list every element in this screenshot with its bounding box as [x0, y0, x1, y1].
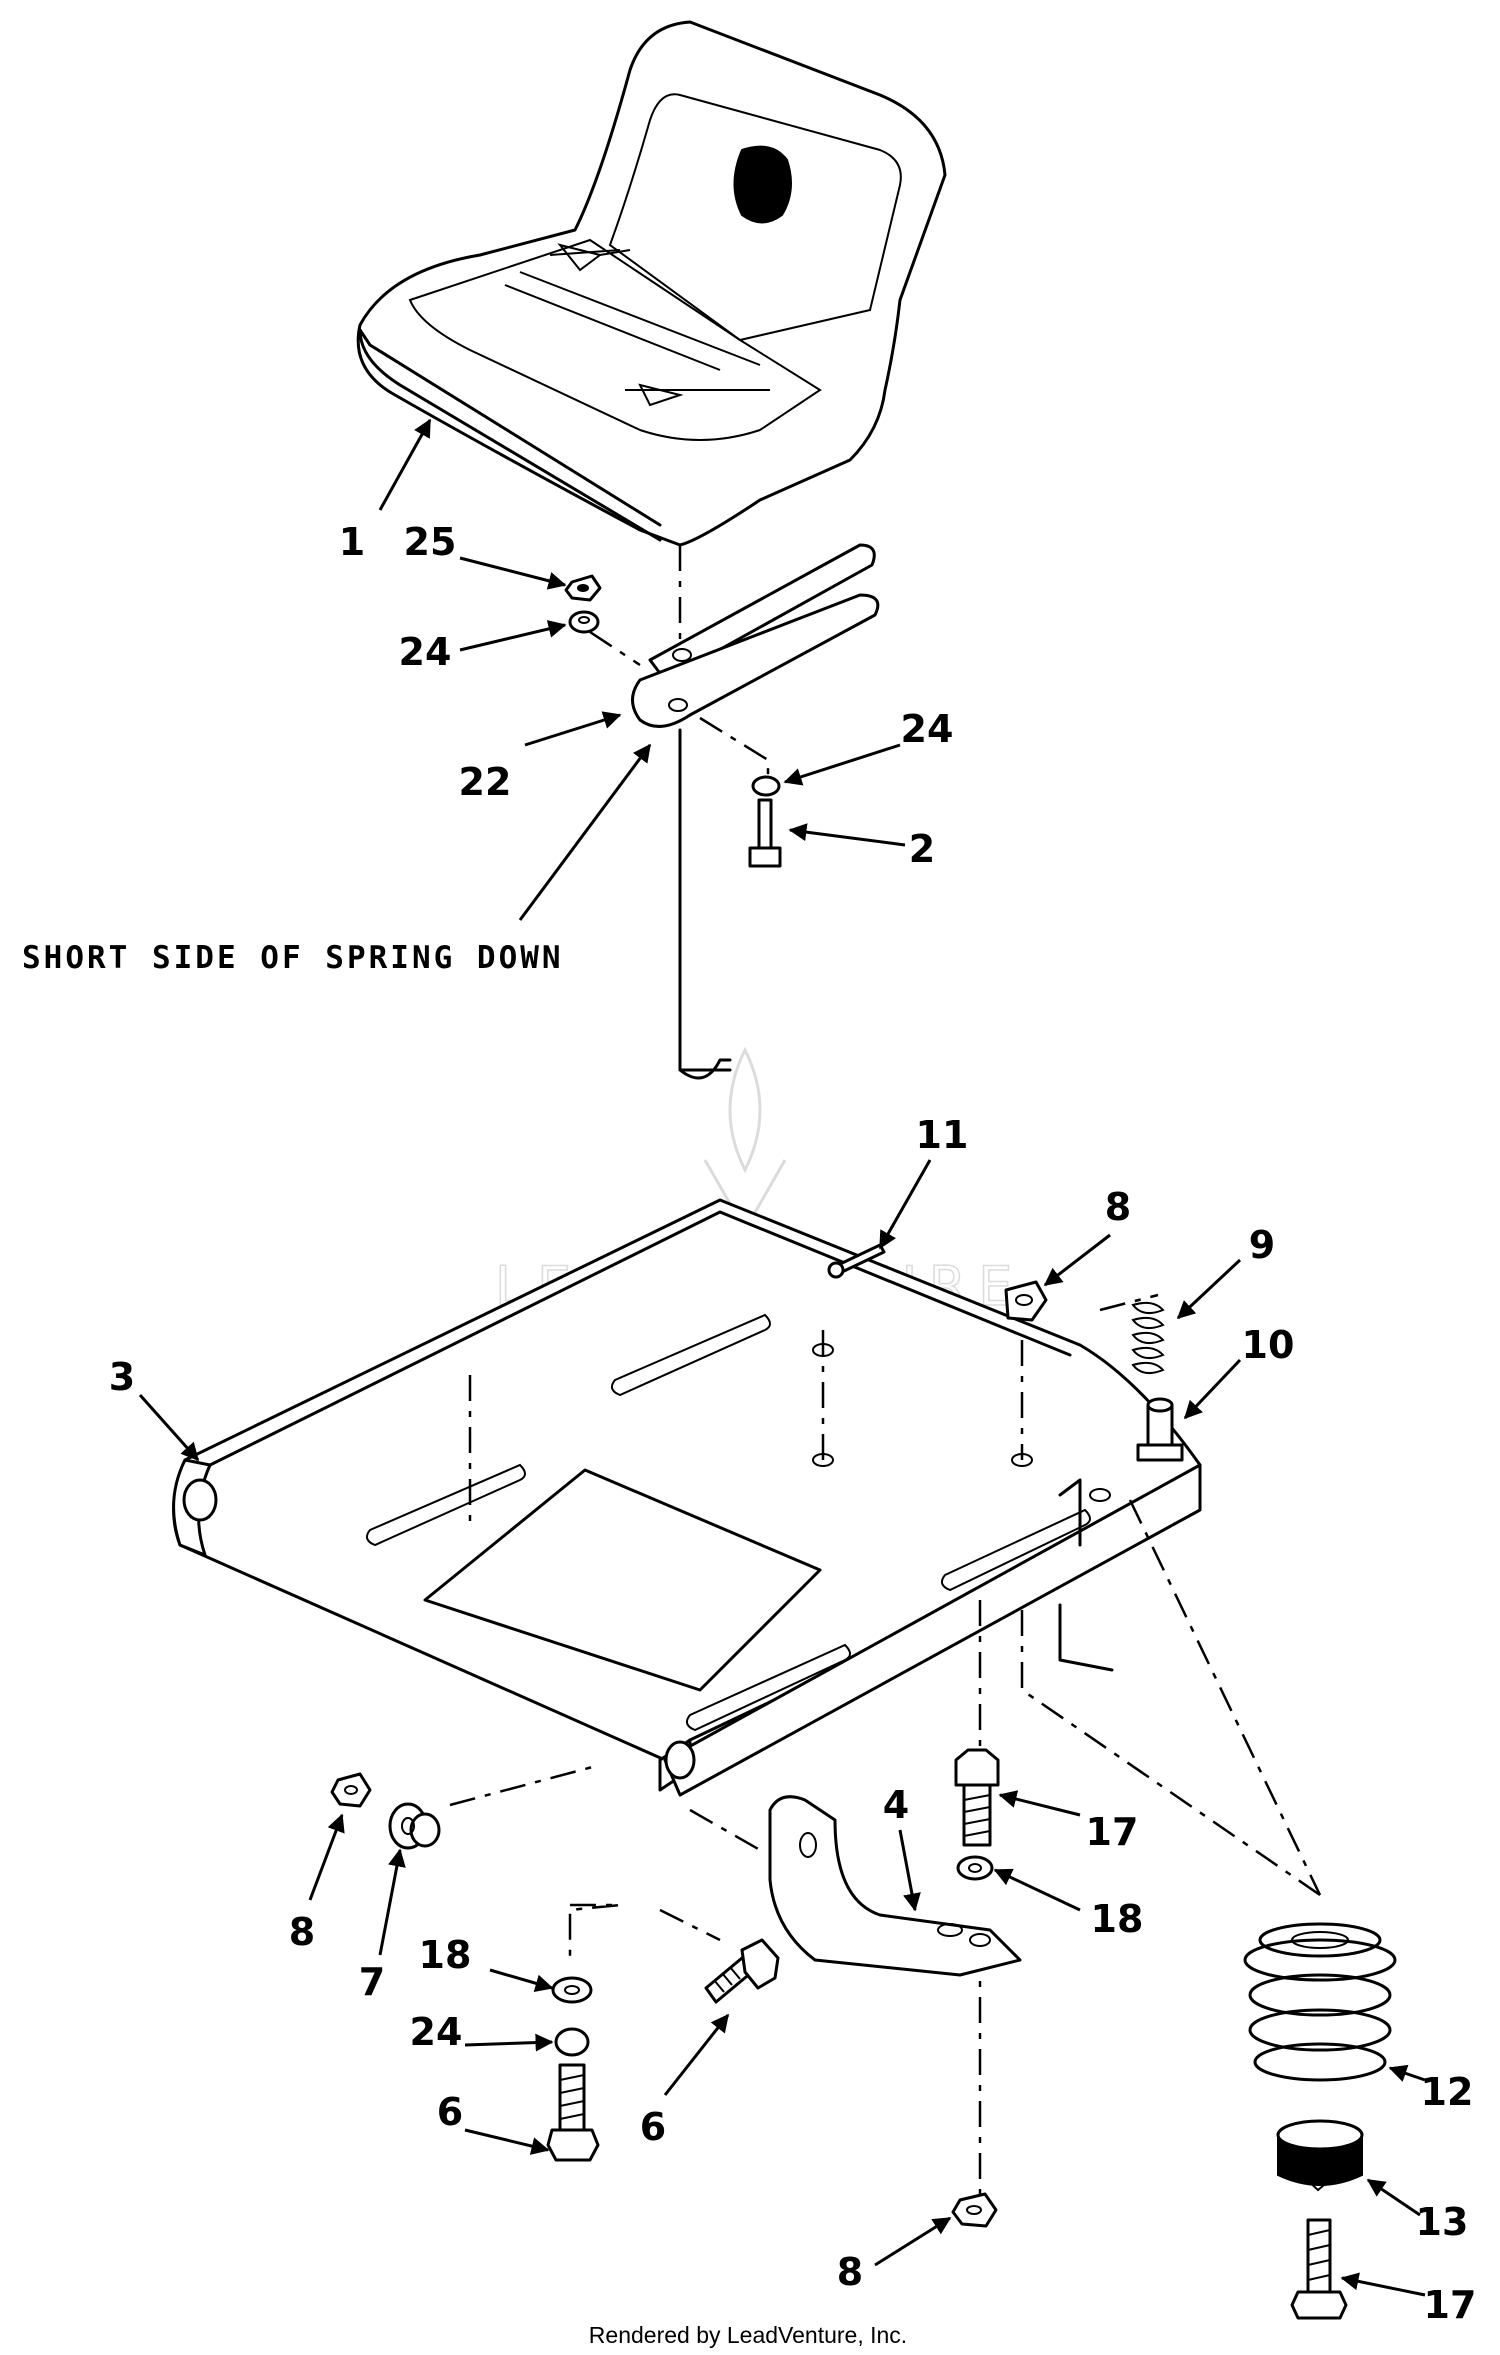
callout-nut-plate: 8	[1105, 1185, 1131, 1229]
callout-nut-left: 8	[289, 1910, 315, 1954]
pin	[827, 1243, 886, 1279]
washer-18-left	[551, 1976, 593, 2004]
nut-left	[330, 1772, 372, 1808]
callout-spring-bracket: 22	[459, 760, 512, 804]
bracket	[768, 1795, 1022, 1977]
nut-bottom	[951, 2192, 998, 2228]
callout-bushing: 10	[1242, 1323, 1295, 1367]
callout-washer-right: 24	[901, 707, 954, 751]
spacer	[388, 1802, 441, 1850]
callout-bolt-top: 2	[909, 827, 935, 871]
seat	[356, 20, 947, 547]
cap	[1276, 2119, 1364, 2192]
bolt-6-center	[704, 1938, 780, 2004]
callout-pin: 11	[916, 1113, 969, 1157]
spring-large	[1243, 1922, 1397, 2082]
callout-bolt-6-left: 6	[437, 2090, 463, 2134]
callout-washer-24-left: 24	[410, 2010, 463, 2054]
bolt-17-upper	[954, 1748, 1000, 1847]
callout-nut-top: 25	[404, 520, 457, 564]
bolt-top	[748, 798, 782, 868]
callout-spacer: 7	[359, 1960, 385, 2004]
spring-small	[1131, 1301, 1165, 1375]
nut-top	[564, 574, 602, 602]
callout-bracket: 4	[883, 1783, 909, 1827]
callout-cap: 13	[1416, 2200, 1469, 2244]
washer-top	[568, 610, 600, 634]
callout-washer-top: 24	[399, 630, 452, 674]
callout-bolt-17-upper: 17	[1086, 1810, 1139, 1854]
washer-18-right	[956, 1855, 994, 1881]
callout-seat: 1	[339, 520, 365, 564]
bushing	[1136, 1397, 1184, 1462]
callout-bolt-17-lower: 17	[1424, 2283, 1477, 2327]
callout-washer-18-right: 18	[1091, 1897, 1144, 1941]
callout-spring-small: 9	[1249, 1223, 1275, 1267]
callout-nut-bottom: 8	[837, 2250, 863, 2294]
washer-right	[751, 775, 781, 797]
callout-spring-large: 12	[1421, 2070, 1474, 2114]
footer-credit: Rendered by LeadVenture, Inc.	[589, 2322, 907, 2348]
callout-washer-18-left: 18	[419, 1933, 472, 1977]
callout-bolt-6-center: 6	[640, 2105, 666, 2149]
washer-24-left	[554, 2027, 590, 2057]
bolt-17-lower	[1290, 2218, 1348, 2320]
spring-bracket	[631, 543, 880, 728]
assembly-note: SHORT SIDE OF SPRING DOWN	[22, 940, 564, 976]
leader-lines	[138, 418, 1426, 2297]
callout-seat-plate: 3	[109, 1355, 135, 1399]
seat-plate	[172, 1198, 1202, 1797]
nut-plate	[1004, 1280, 1048, 1322]
callout-labels: 1 25 24 22 24 2 11 8 9 10 3 8 7 4 17 18 …	[109, 520, 1477, 2327]
bolt-6-left	[546, 2063, 600, 2162]
